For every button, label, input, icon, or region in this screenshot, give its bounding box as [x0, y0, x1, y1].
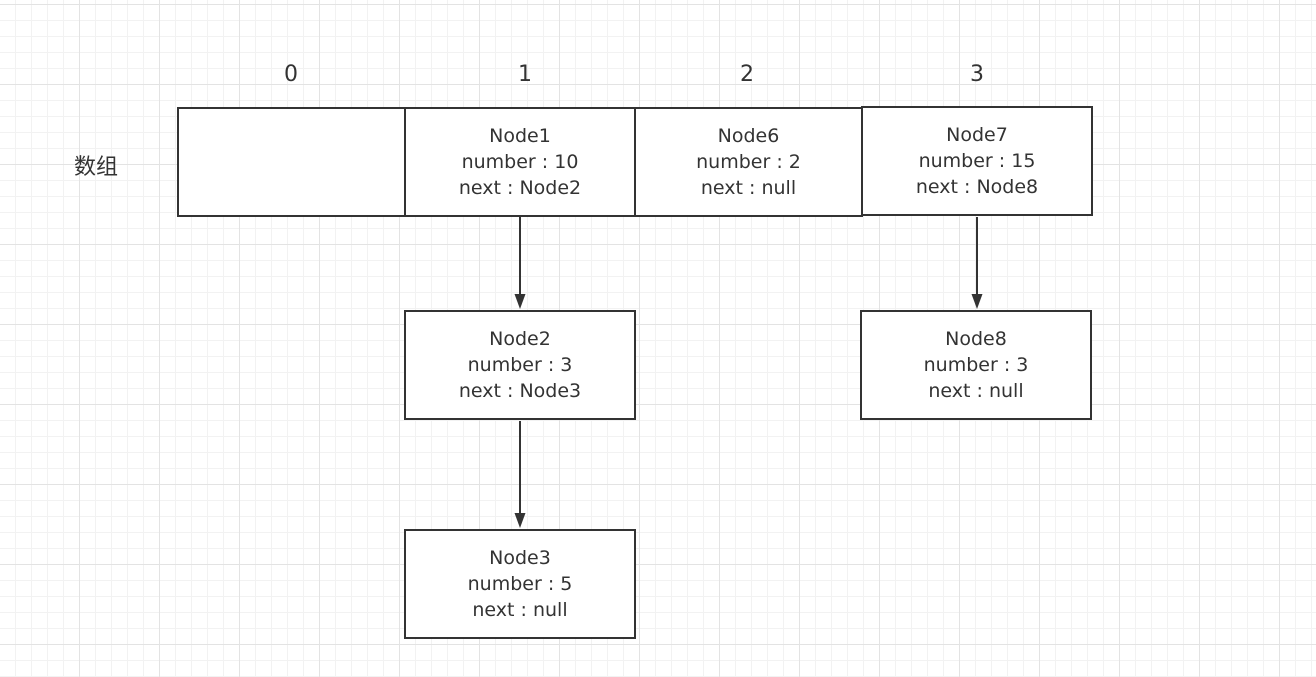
- node-number: number : 5: [467, 573, 573, 595]
- node2-box: Node2 number : 3 next : Node3: [404, 310, 636, 420]
- node8-box: Node8 number : 3 next : null: [860, 310, 1092, 420]
- node-name: Node3: [489, 547, 551, 569]
- node-name: Node6: [717, 125, 780, 147]
- node-next: next : Node2: [458, 177, 582, 199]
- array-cell-1-node1: Node1 number : 10 next : Node2: [404, 107, 636, 217]
- array-label: 数组: [73, 155, 118, 180]
- arrow-node1-to-node2: [514, 217, 526, 309]
- node-name: Node7: [946, 124, 1008, 146]
- arrow-node7-to-node8: [971, 217, 983, 309]
- node-name: Node8: [945, 328, 1007, 350]
- node-next: next : null: [472, 599, 568, 621]
- array-cell-3-node7: Node7 number : 15 next : Node8: [861, 106, 1093, 216]
- node-number: number : 3: [923, 354, 1029, 376]
- node-name: Node1: [489, 125, 551, 147]
- array-cell-2-node6: Node6 number : 2 next : null: [634, 107, 863, 217]
- node-number: number : 3: [467, 354, 573, 376]
- node-name: Node2: [489, 328, 551, 350]
- index-label-2: 2: [740, 62, 754, 87]
- node-number: number : 2: [696, 151, 801, 173]
- node-next: next : null: [700, 177, 797, 199]
- node-number: number : 10: [461, 151, 579, 173]
- node-number: number : 15: [918, 150, 1036, 172]
- index-label-3: 3: [970, 62, 984, 87]
- node-next: next : Node3: [458, 380, 582, 402]
- node3-box: Node3 number : 5 next : null: [404, 529, 636, 639]
- array-cell-0: [177, 107, 407, 217]
- index-label-1: 1: [518, 62, 532, 87]
- arrow-node2-to-node3: [514, 421, 526, 528]
- index-label-0: 0: [284, 62, 298, 87]
- node-next: next : null: [928, 380, 1024, 402]
- node-next: next : Node8: [915, 176, 1039, 198]
